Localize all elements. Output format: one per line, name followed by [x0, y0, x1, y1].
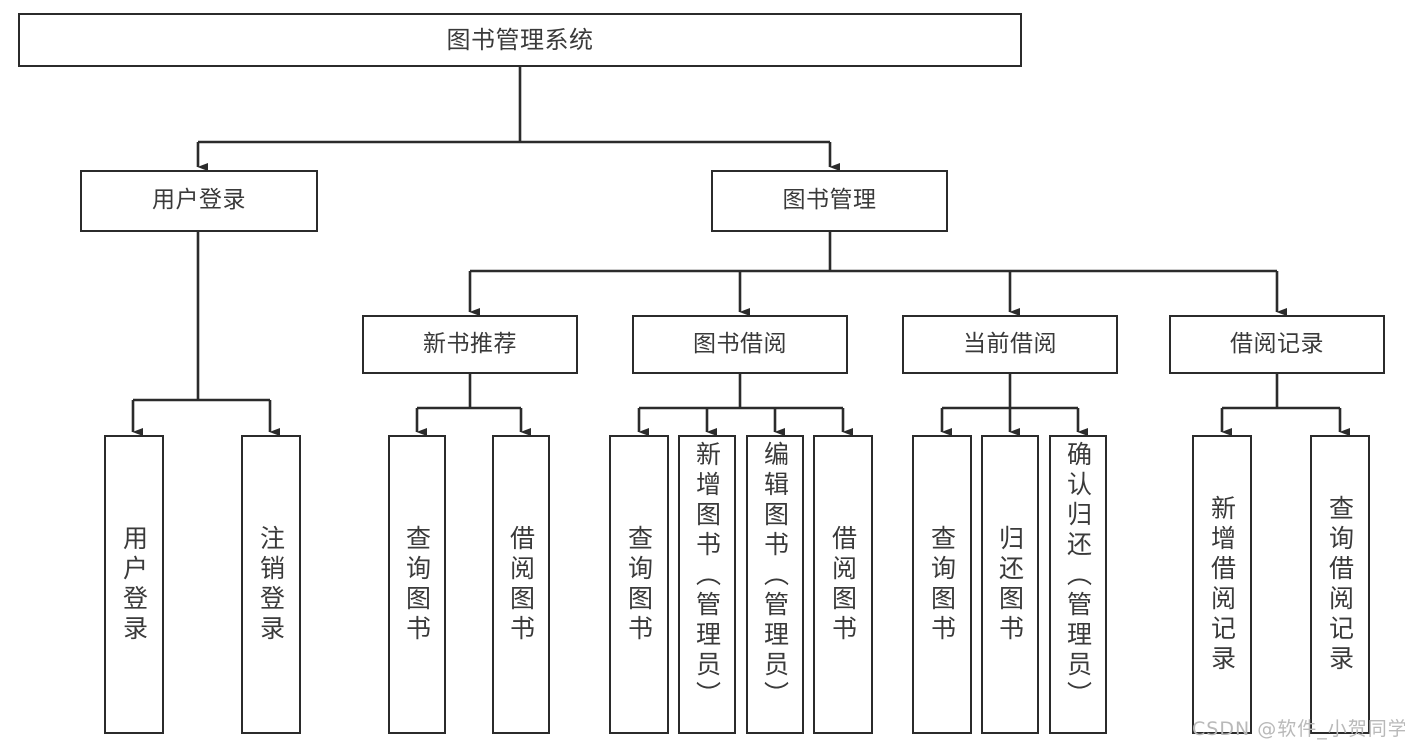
node-leaf-edit-book-admin[interactable]: 编辑图书（管理员）	[746, 435, 804, 734]
node-leaf-confirm-return-admin[interactable]: 确认归还（管理员）	[1049, 435, 1107, 734]
vertical-text-wrap: 编辑图书（管理员）	[748, 437, 802, 732]
node-label: 查询借阅记录	[1325, 494, 1355, 675]
node-label: 图书管理	[782, 187, 877, 214]
node-leaf-query-book-current[interactable]: 查询图书	[912, 435, 972, 734]
node-leaf-user-login[interactable]: 用户登录	[104, 435, 164, 734]
node-current-borrow[interactable]: 当前借阅	[902, 315, 1118, 374]
vertical-text-wrap: 借阅图书	[815, 437, 871, 732]
node-user-login[interactable]: 用户登录	[80, 170, 318, 232]
node-leaf-borrow-book-borrow[interactable]: 借阅图书	[813, 435, 873, 734]
vertical-text-wrap: 借阅图书	[494, 437, 548, 732]
vertical-text-wrap: 用户登录	[106, 437, 162, 732]
node-label: 新增图书（管理员）	[692, 441, 722, 711]
node-leaf-logout-login[interactable]: 注销登录	[241, 435, 301, 734]
node-label: 当前借阅	[963, 330, 1057, 357]
node-label: 借阅图书	[506, 524, 536, 645]
node-new-book-recommend[interactable]: 新书推荐	[362, 315, 578, 374]
vertical-text-wrap: 注销登录	[243, 437, 299, 732]
node-label: 借阅图书	[828, 524, 858, 645]
node-borrow-record[interactable]: 借阅记录	[1169, 315, 1385, 374]
vertical-text-wrap: 查询借阅记录	[1312, 437, 1368, 732]
node-label: 图书借阅	[693, 330, 787, 357]
vertical-text-wrap: 新增借阅记录	[1194, 437, 1250, 732]
node-leaf-borrow-book-recommend[interactable]: 借阅图书	[492, 435, 550, 734]
node-book-management[interactable]: 图书管理	[711, 170, 948, 232]
node-leaf-return-book[interactable]: 归还图书	[981, 435, 1039, 734]
node-label: 查询图书	[927, 524, 957, 645]
node-label: 新书推荐	[423, 330, 517, 357]
node-label: 图书管理系统	[446, 25, 594, 54]
node-root-book-management-system[interactable]: 图书管理系统	[18, 13, 1022, 67]
node-label: 查询图书	[402, 524, 432, 645]
vertical-text-wrap: 确认归还（管理员）	[1051, 437, 1105, 732]
node-label: 用户登录	[119, 524, 149, 645]
vertical-text-wrap: 查询图书	[914, 437, 970, 732]
vertical-text-wrap: 新增图书（管理员）	[680, 437, 734, 732]
node-label: 用户登录	[152, 187, 246, 214]
node-label: 归还图书	[995, 524, 1025, 645]
node-leaf-add-borrow-record[interactable]: 新增借阅记录	[1192, 435, 1252, 734]
node-leaf-query-borrow-record[interactable]: 查询借阅记录	[1310, 435, 1370, 734]
node-leaf-add-book-admin[interactable]: 新增图书（管理员）	[678, 435, 736, 734]
node-label: 借阅记录	[1230, 330, 1324, 357]
node-label: 新增借阅记录	[1207, 494, 1237, 675]
node-leaf-query-book-borrow[interactable]: 查询图书	[609, 435, 669, 734]
node-book-borrow[interactable]: 图书借阅	[632, 315, 848, 374]
node-leaf-query-book-recommend[interactable]: 查询图书	[388, 435, 446, 734]
vertical-text-wrap: 归还图书	[983, 437, 1037, 732]
vertical-text-wrap: 查询图书	[611, 437, 667, 732]
node-label: 确认归还（管理员）	[1063, 441, 1093, 711]
node-label: 注销登录	[256, 524, 286, 645]
csdn-watermark: CSDN @软件_小贺同学	[1192, 718, 1405, 740]
node-label: 编辑图书（管理员）	[760, 441, 790, 711]
vertical-text-wrap: 查询图书	[390, 437, 444, 732]
node-label: 查询图书	[624, 524, 654, 645]
